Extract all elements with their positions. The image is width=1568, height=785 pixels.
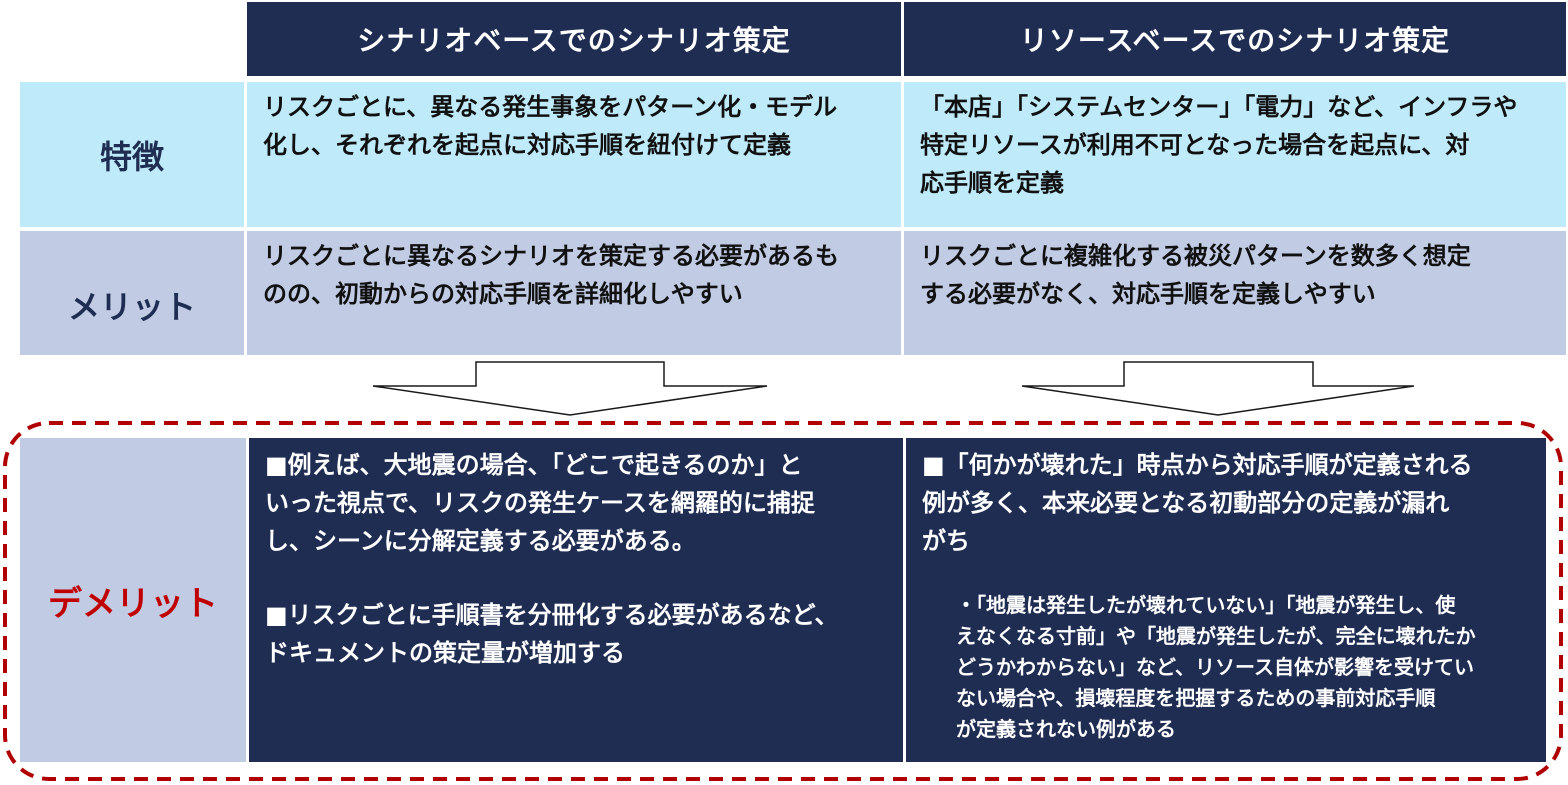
features-resource-text: 「本店」「システムセンター」「電力」など、インフラや 特定リソースが利用不可とな… — [904, 82, 1566, 227]
demerits-resource-cell: ■「何かが壊れた」時点から対応手順が定義される 例が多く、本来必要となる初動部分… — [906, 438, 1546, 762]
demerits-scenario-paragraph-2: ■リスクごとに手順書を分冊化する必要があるなど、 ドキュメントの策定量が増加する — [265, 601, 839, 667]
features-scenario-text: リスクごとに、異なる発生事象をパターン化・モデル 化し、それぞれを起点に対応手順… — [247, 82, 901, 227]
header-resource-based: リソースベースでのシナリオ策定 — [904, 2, 1566, 76]
demerits-resource-paragraph-1: ■「何かが壊れた」時点から対応手順が定義される 例が多く、本来必要となる初動部分… — [922, 451, 1473, 555]
merits-scenario-text: リスクごとに異なるシナリオを策定する必要があるも のの、初動からの対応手順を詳細… — [247, 231, 901, 355]
down-arrow-right — [1021, 361, 1415, 416]
demerits-scenario-cell: ■例えば、大地震の場合、「どこで起きるのか」と いった視点で、リスクの発生ケース… — [249, 438, 903, 762]
row-label-merits: メリット — [20, 231, 244, 355]
demerits-scenario-paragraph-1: ■例えば、大地震の場合、「どこで起きるのか」と いった視点で、リスクの発生ケース… — [265, 451, 815, 555]
row-label-demerits: デメリット — [20, 438, 246, 762]
merits-resource-text: リスクごとに複雑化する被災パターンを数多く想定 する必要がなく、対応手順を定義し… — [904, 231, 1566, 355]
header-scenario-based: シナリオベースでのシナリオ策定 — [247, 2, 901, 76]
demerit-dashed-outline — [3, 421, 1563, 781]
demerits-resource-subpoint: ・「地震は発生したが壊れていない」「地震が発生し、使 えなくなる寸前」や「地震が… — [956, 593, 1476, 741]
down-arrow-left — [372, 361, 768, 416]
row-label-features: 特徴 — [20, 82, 244, 227]
